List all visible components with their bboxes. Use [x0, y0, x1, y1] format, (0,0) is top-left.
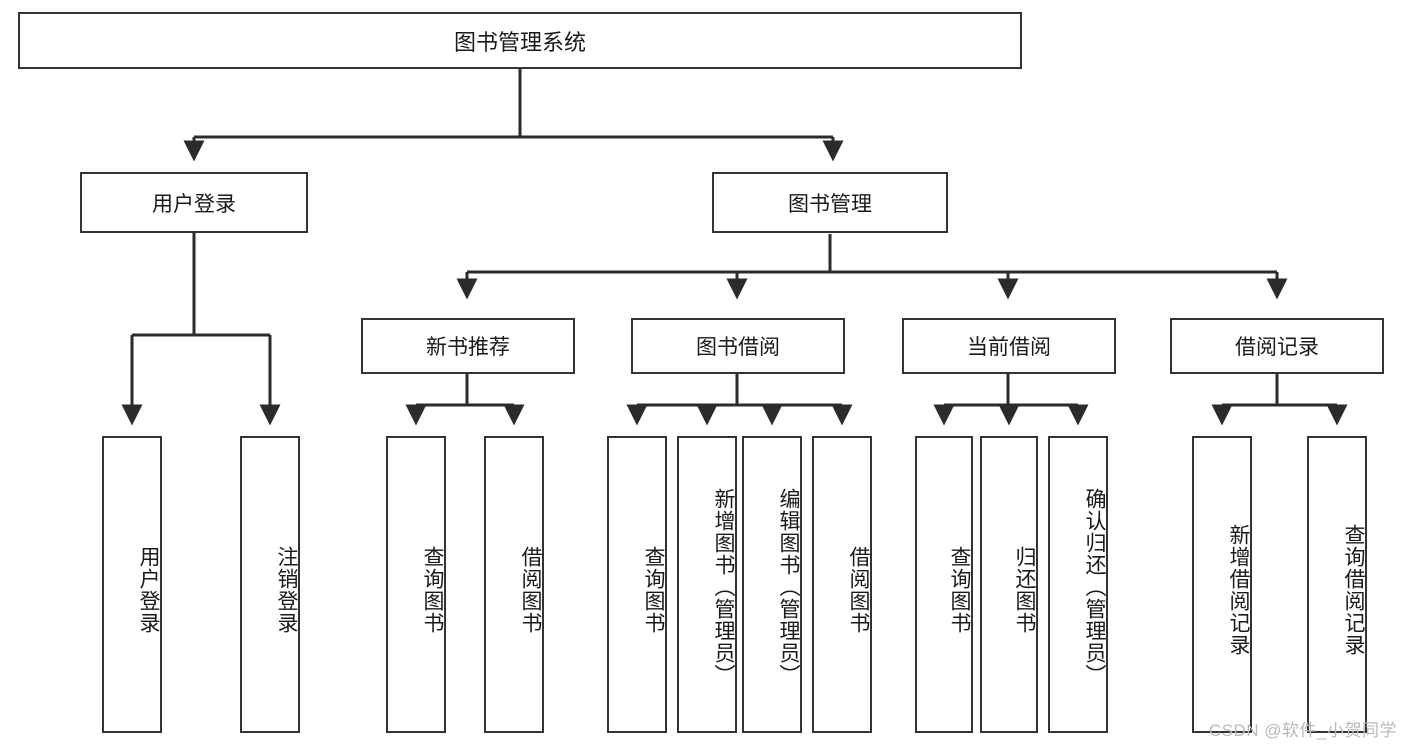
- node-label: 用户登录: [152, 192, 236, 216]
- node-label: 新增借阅记录: [1227, 523, 1250, 656]
- node-current-borrow[interactable]: 当前借阅: [902, 318, 1116, 374]
- node-book-manage[interactable]: 图书管理: [712, 172, 948, 233]
- node-label: 借阅图书: [847, 545, 870, 634]
- node-label: 新增图书（管理员）: [712, 487, 735, 686]
- watermark-text: CSDN @软件_小贺同学: [1208, 721, 1397, 740]
- node-label: 图书管理: [788, 192, 872, 216]
- node-label: 查询借阅记录: [1342, 523, 1365, 656]
- leaf-borrow-book-recommend[interactable]: 借阅图书: [484, 436, 544, 733]
- node-label: 归还图书: [1013, 545, 1036, 634]
- node-borrow-record[interactable]: 借阅记录: [1170, 318, 1384, 374]
- leaf-query-book-borrow[interactable]: 查询图书: [607, 436, 667, 733]
- node-label: 注销登录: [275, 545, 298, 634]
- node-label: 图书管理系统: [453, 29, 586, 55]
- node-label: 查询图书: [948, 545, 971, 634]
- leaf-add-borrow-record[interactable]: 新增借阅记录: [1192, 436, 1252, 733]
- node-user-login[interactable]: 用户登录: [80, 172, 308, 233]
- node-label: 查询图书: [421, 545, 444, 634]
- node-label: 确认归还（管理员）: [1083, 487, 1106, 686]
- leaf-edit-book-admin[interactable]: 编辑图书（管理员）: [742, 436, 802, 733]
- node-label: 用户登录: [137, 545, 160, 634]
- node-label: 编辑图书（管理员）: [777, 487, 800, 686]
- node-root-system[interactable]: 图书管理系统: [18, 12, 1022, 69]
- leaf-user-login[interactable]: 用户登录: [102, 436, 162, 733]
- leaf-query-borrow-record[interactable]: 查询借阅记录: [1307, 436, 1367, 733]
- node-new-book-recommend[interactable]: 新书推荐: [361, 318, 575, 374]
- leaf-borrow-book[interactable]: 借阅图书: [812, 436, 872, 733]
- node-label: 当前借阅: [967, 336, 1051, 359]
- node-label: 图书借阅: [696, 336, 780, 359]
- leaf-confirm-return-admin[interactable]: 确认归还（管理员）: [1048, 436, 1108, 733]
- node-book-borrow[interactable]: 图书借阅: [631, 318, 845, 374]
- leaf-logout-login[interactable]: 注销登录: [240, 436, 300, 733]
- node-label: 借阅图书: [519, 545, 542, 634]
- leaf-return-book[interactable]: 归还图书: [980, 436, 1038, 733]
- node-label: 借阅记录: [1235, 336, 1319, 359]
- leaf-query-book-current[interactable]: 查询图书: [915, 436, 973, 733]
- leaf-query-book-recommend[interactable]: 查询图书: [386, 436, 446, 733]
- node-label: 查询图书: [642, 545, 665, 634]
- node-label: 新书推荐: [426, 336, 510, 359]
- leaf-add-book-admin[interactable]: 新增图书（管理员）: [677, 436, 737, 733]
